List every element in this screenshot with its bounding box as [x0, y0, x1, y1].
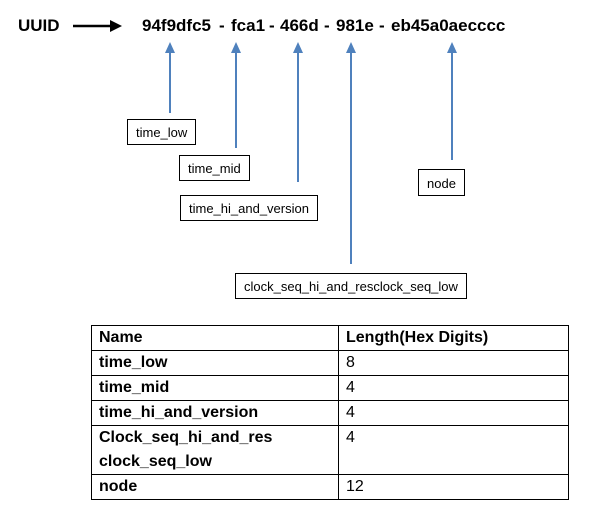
up-arrow-node-icon	[447, 42, 457, 160]
table-row: node 12	[91, 474, 569, 500]
uuid-segment-node: eb45a0aecccc	[391, 16, 506, 35]
row-name-cell: time_mid	[91, 375, 339, 401]
uuid-segment-time-hi: 466d	[280, 16, 319, 35]
row-name-cell: Clock_seq_hi_and_res clock_seq_low	[91, 425, 339, 475]
row-name: time_mid	[99, 379, 170, 396]
table-header-row: Name Length(Hex Digits)	[91, 325, 569, 351]
row-length: 8	[338, 350, 569, 376]
uuid-segment-time-mid: fca1	[231, 16, 266, 35]
up-arrow-time-low-icon	[165, 42, 175, 113]
uuid-segment-time-low: 94f9dfc5	[142, 16, 211, 35]
field-box-time-low: time_low	[127, 119, 197, 145]
row-name: node	[99, 478, 138, 495]
row-length: 4	[338, 425, 569, 475]
uuid-separator: -	[324, 16, 330, 35]
row-name-cell: time_hi_and_version	[91, 400, 339, 426]
table-row: time_mid 4	[91, 375, 569, 401]
field-length-table: Name Length(Hex Digits) time_low 8 time_…	[91, 325, 569, 500]
row-name-cell: node	[91, 474, 339, 500]
row-name: Clock_seq_hi_and_res	[99, 429, 273, 446]
row-name-cell: time_low	[91, 350, 339, 376]
uuid-label: UUID	[18, 16, 60, 35]
row-name: time_low	[99, 354, 168, 371]
table-row: time_hi_and_version 4	[91, 400, 569, 426]
row-length: 4	[338, 375, 569, 401]
field-box-time-hi-and-version: time_hi_and_version	[180, 195, 318, 221]
row-name-continued: clock_seq_low	[99, 453, 212, 470]
uuid-separator: -	[269, 16, 275, 35]
up-arrow-time-hi-icon	[293, 42, 303, 182]
up-arrow-time-mid-icon	[231, 42, 241, 148]
row-length: 4	[338, 400, 569, 426]
up-arrow-clock-seq-icon	[346, 42, 356, 264]
table-row: Clock_seq_hi_and_res clock_seq_low 4	[91, 425, 569, 475]
right-arrow-icon	[73, 20, 122, 32]
field-box-node: node	[418, 169, 465, 196]
field-box-time-mid: time_mid	[179, 155, 250, 181]
column-header-length: Length(Hex Digits)	[338, 325, 569, 351]
field-box-clock-seq: clock_seq_hi_and_resclock_seq_low	[235, 273, 467, 299]
uuid-separator: -	[379, 16, 385, 35]
row-length: 12	[338, 474, 569, 500]
uuid-segment-clock-seq: 981e	[336, 16, 374, 35]
uuid-separator: -	[219, 16, 225, 35]
column-header-name: Name	[91, 325, 339, 351]
row-name: time_hi_and_version	[99, 404, 259, 421]
table-row: time_low 8	[91, 350, 569, 376]
arrow-layer	[73, 20, 457, 264]
